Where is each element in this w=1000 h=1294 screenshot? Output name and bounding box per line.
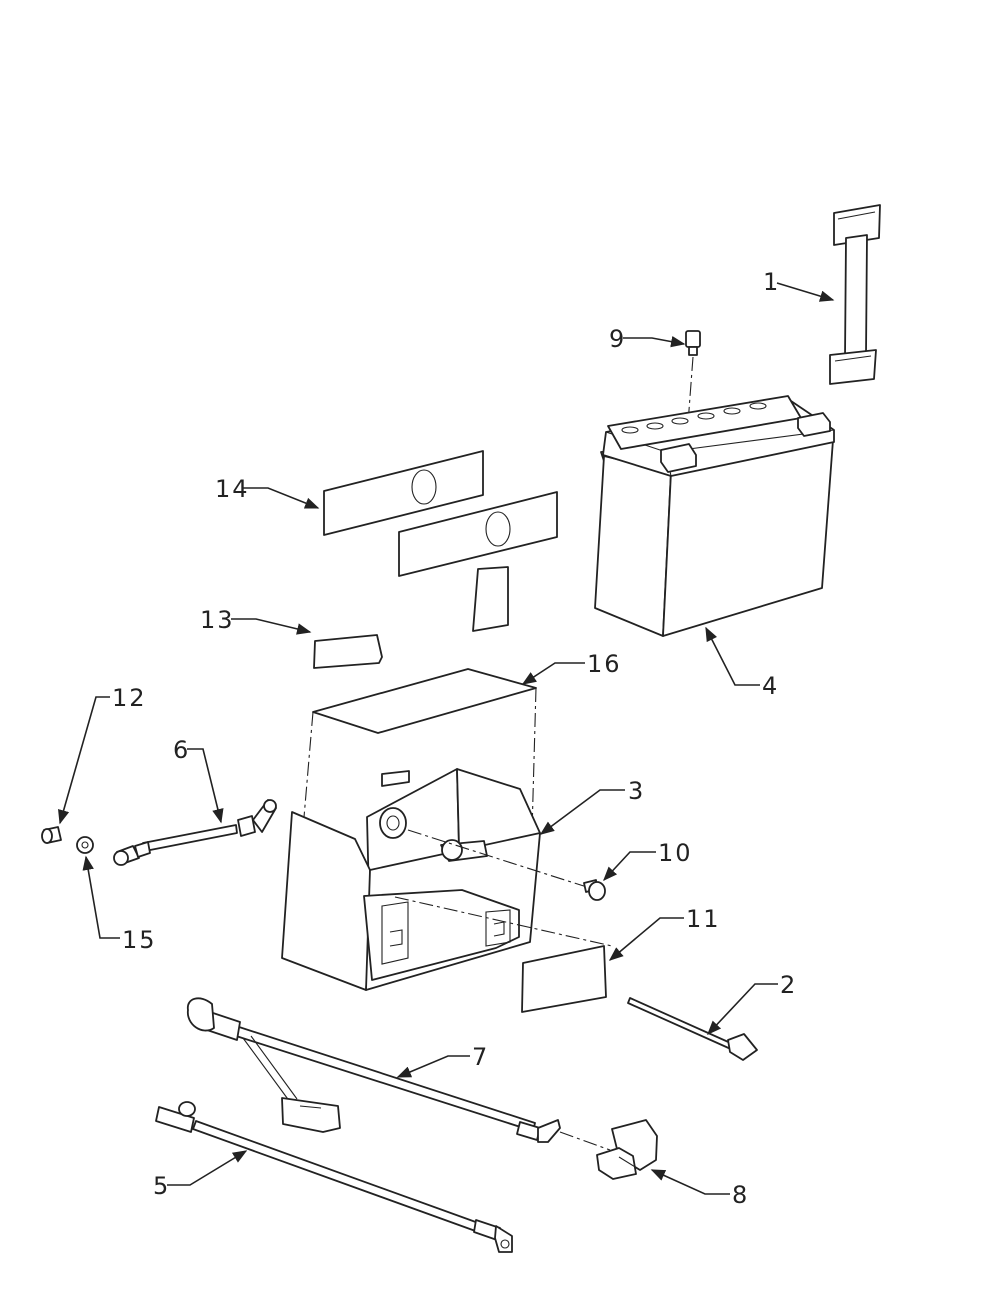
callout-16: 16 (587, 650, 622, 678)
callout-14: 14 (215, 475, 250, 503)
callout-6: 6 (173, 736, 190, 764)
part-16-cover-pad (312, 668, 537, 734)
callout-labels: 1 2 3 4 5 6 7 8 9 10 11 12 13 14 15 16 (112, 268, 797, 1209)
part-11-pad (521, 945, 607, 1013)
callout-13: 13 (200, 606, 235, 634)
part-2-cable-tie (627, 997, 758, 1061)
callout-1: 1 (763, 268, 780, 296)
callout-4: 4 (762, 672, 779, 700)
axis-7-to-8 (559, 1131, 611, 1151)
part-15-washer (76, 836, 94, 854)
part-9-bolt (685, 330, 701, 356)
axis-11-to-3 (394, 896, 613, 947)
callout-10: 10 (658, 839, 693, 867)
callout-8: 8 (732, 1181, 749, 1209)
part-14-pads (323, 450, 558, 577)
part-5-cable (155, 1101, 513, 1253)
callout-12: 12 (112, 684, 147, 712)
callout-9: 9 (609, 325, 626, 353)
part-12-bolt (41, 826, 62, 844)
leader-lines (58, 282, 835, 1195)
part-4-battery (594, 395, 835, 637)
part-7-cable (187, 997, 561, 1143)
callout-3: 3 (628, 777, 645, 805)
part-10-screw (583, 879, 606, 901)
callout-5: 5 (153, 1172, 170, 1200)
part-3-battery-box (281, 768, 541, 991)
callout-11: 11 (686, 905, 721, 933)
callout-2: 2 (780, 971, 797, 999)
callout-7: 7 (472, 1043, 489, 1071)
part-13-pads (313, 566, 509, 669)
axis-16-right (531, 687, 537, 833)
axis-10-to-3 (407, 829, 591, 889)
part-6-cable (113, 799, 277, 866)
callout-15: 15 (122, 926, 157, 954)
part-1-strap (829, 204, 881, 385)
part-8-cap (596, 1119, 658, 1180)
